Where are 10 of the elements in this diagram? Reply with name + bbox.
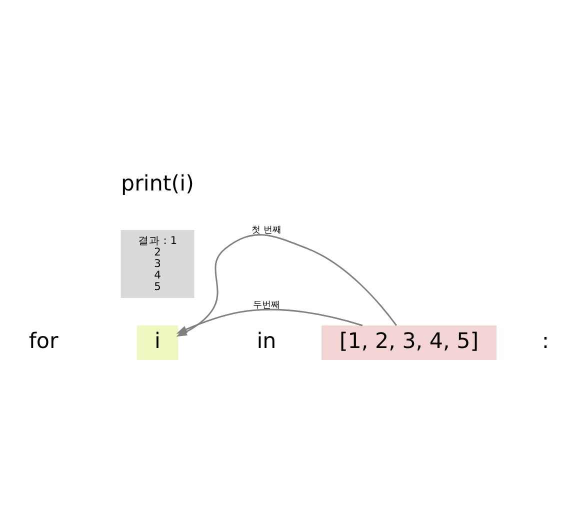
- arrow: [176, 308, 363, 334]
- node-box: [1, 2, 3, 4, 5]: [322, 326, 497, 360]
- label: for: [28, 329, 58, 354]
- node-box: i: [136, 326, 178, 360]
- edge-label: 두번째: [252, 299, 280, 310]
- label: print(i): [121, 172, 194, 197]
- label: in: [256, 329, 276, 354]
- label: :: [542, 329, 550, 354]
- edge-label: 첫 번째: [251, 224, 282, 236]
- node-box: 결과 : 1 2 3 4 5: [120, 230, 194, 298]
